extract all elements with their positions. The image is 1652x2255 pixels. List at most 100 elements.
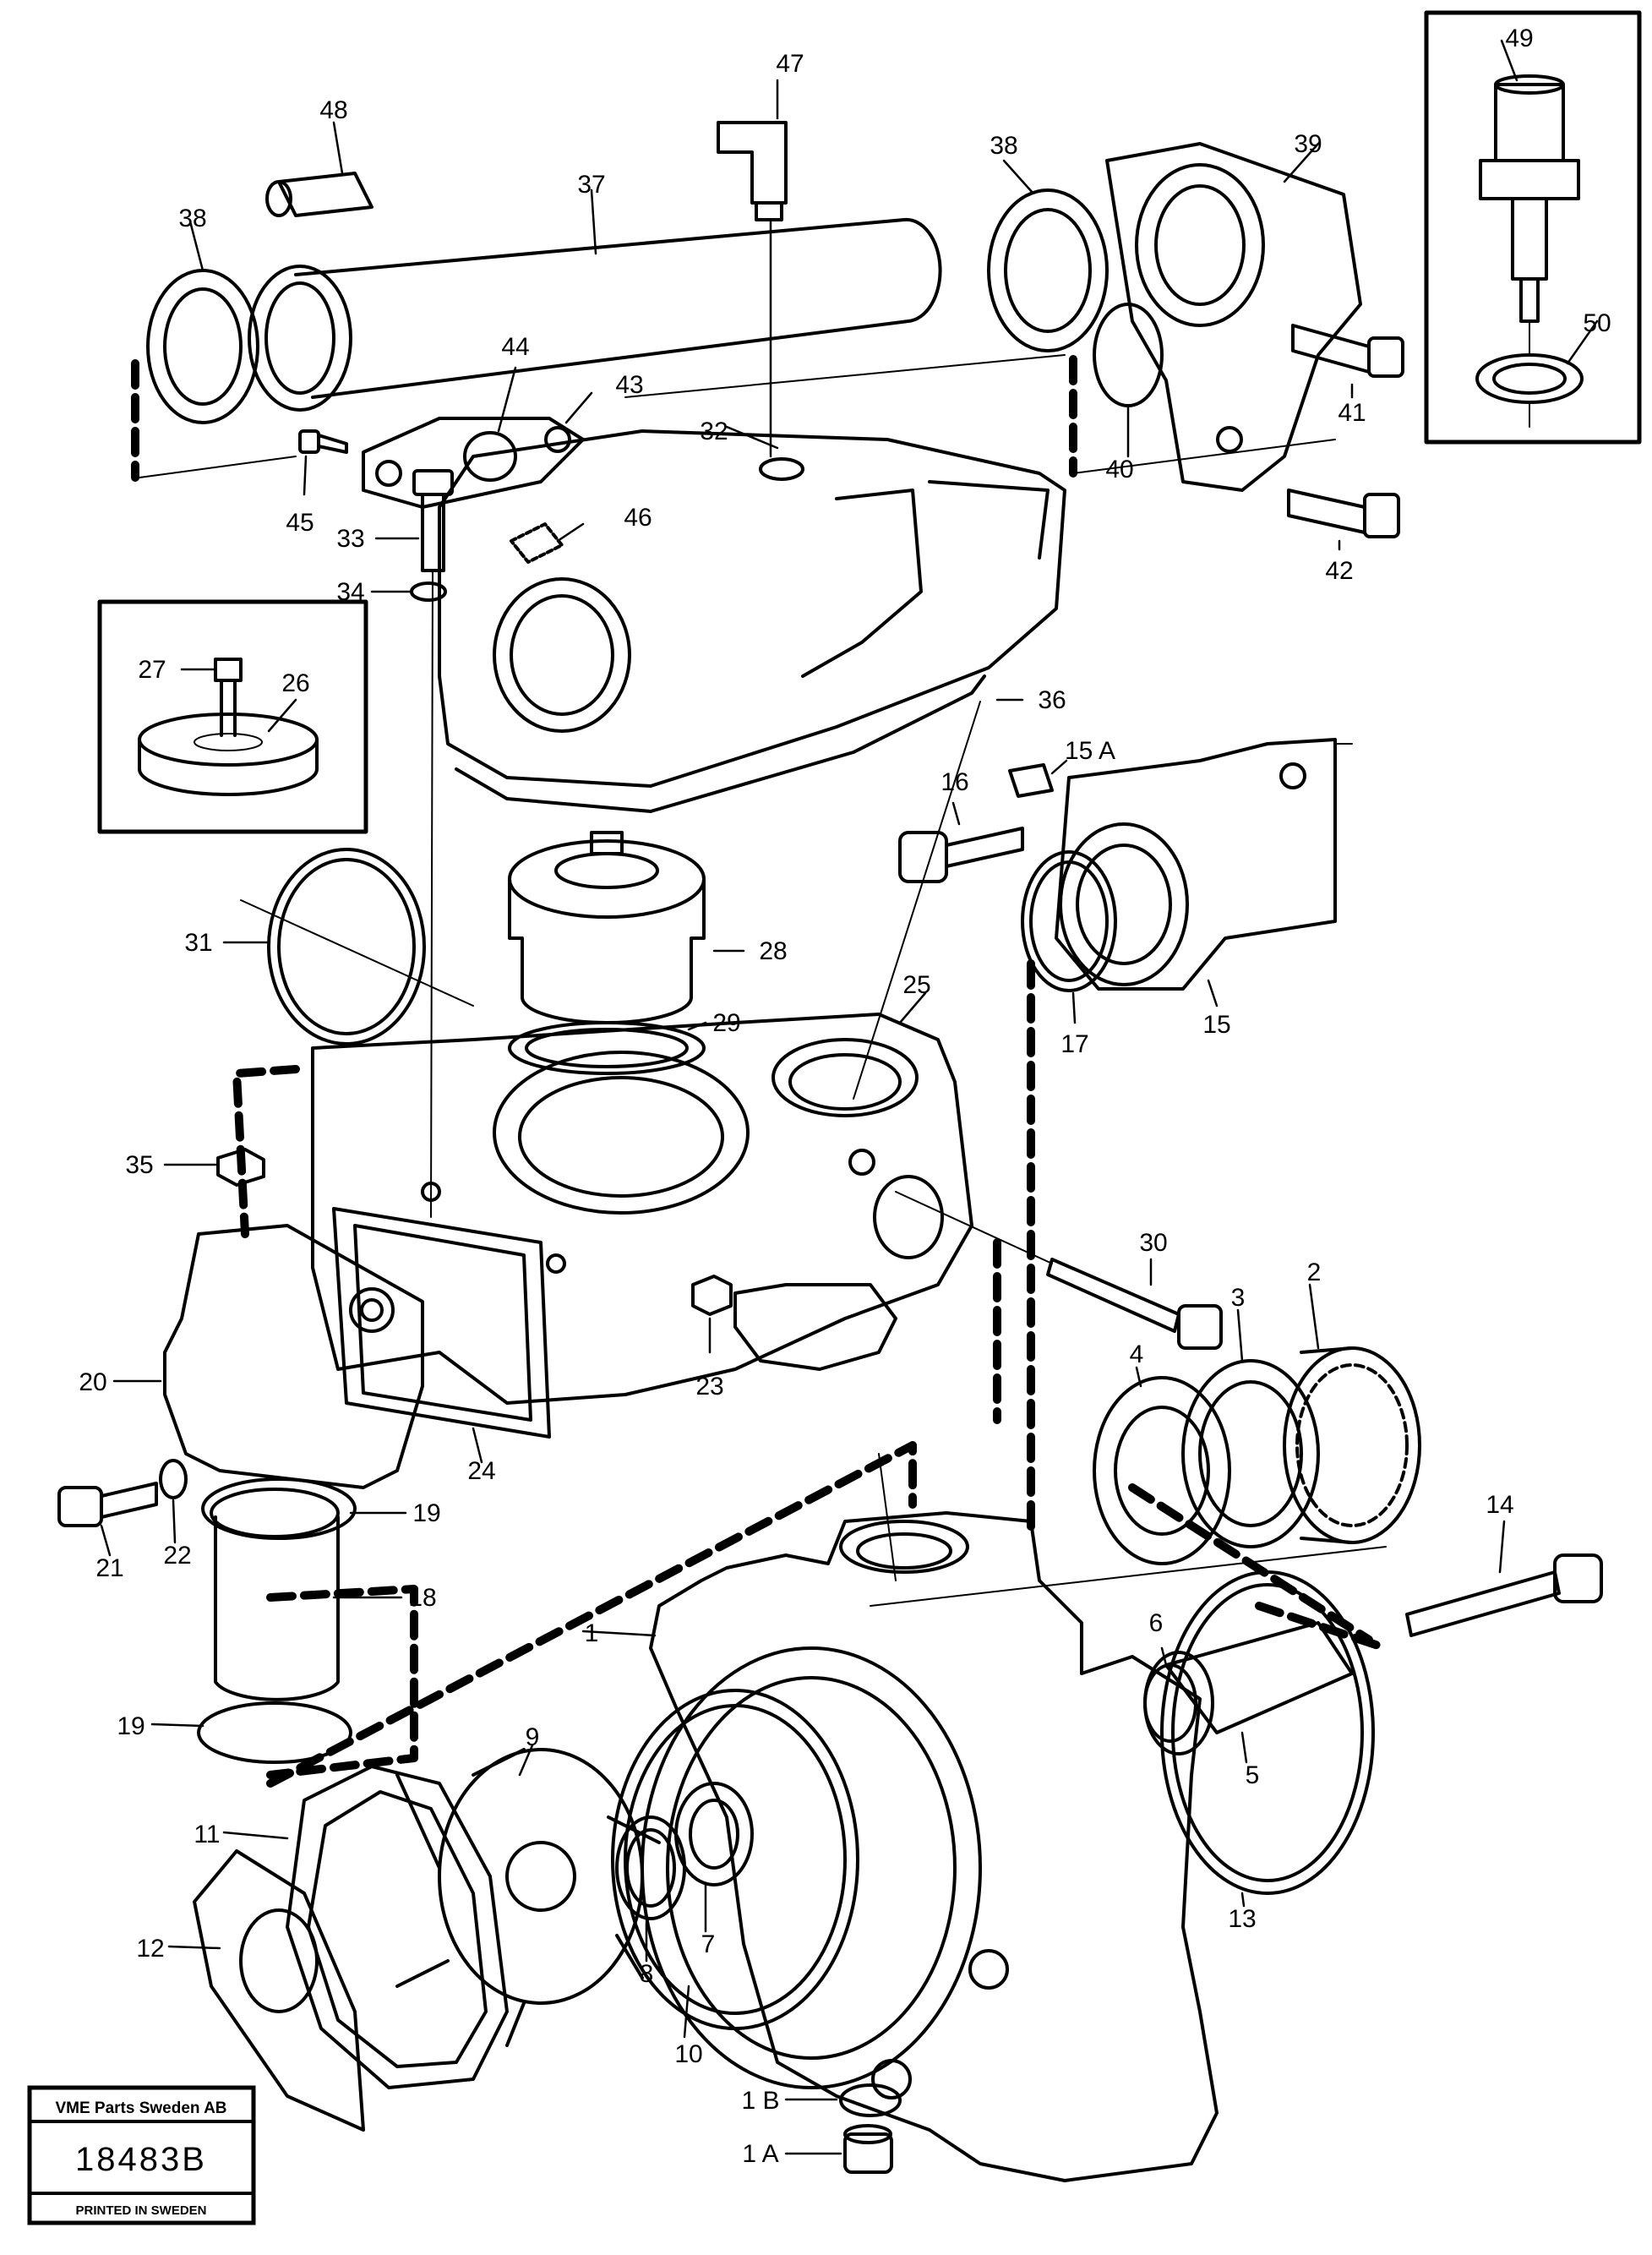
o-ring-10	[611, 1689, 859, 2039]
callout-13: 13	[1228, 1905, 1256, 1933]
callout-48: 48	[319, 96, 347, 124]
callout-42: 42	[1325, 557, 1353, 585]
callout-10: 10	[674, 2040, 702, 2068]
thermostat-cover-32	[438, 425, 1066, 788]
inset-temperature-sender	[1424, 10, 1642, 445]
callout-16: 16	[940, 768, 968, 796]
callout-3: 3	[1231, 1284, 1246, 1312]
bolt-41	[1291, 324, 1404, 399]
washer-1b	[784, 2083, 902, 2117]
seal-4	[1093, 1366, 1231, 1565]
callout-21: 21	[95, 1554, 123, 1582]
callout-15a: 15 A	[1065, 737, 1115, 765]
callout-2: 2	[1307, 1259, 1322, 1286]
o-ring-31	[222, 848, 474, 1046]
nut-23	[691, 1275, 733, 1354]
ring-8	[615, 1815, 686, 1963]
callout-30: 30	[1139, 1229, 1167, 1257]
bolt-16	[898, 801, 1024, 883]
cover-20	[112, 1224, 424, 1489]
callout-35: 35	[125, 1151, 153, 1179]
bolt-30	[895, 1191, 1223, 1350]
o-ring-19-bottom	[150, 1701, 352, 1764]
callout-12: 12	[136, 1935, 164, 1963]
o-ring-17	[1021, 850, 1117, 1024]
callout-18: 18	[408, 1584, 436, 1612]
callout-45: 45	[286, 509, 313, 537]
callout-41: 41	[1338, 399, 1366, 427]
impeller-9	[395, 1744, 661, 2047]
callout-46: 46	[624, 504, 652, 532]
bearing-3	[1181, 1308, 1320, 1548]
callout-14: 14	[1486, 1491, 1513, 1519]
callout-1b: 1 B	[741, 2087, 779, 2115]
callout-22: 22	[163, 1542, 191, 1570]
callout-37: 37	[577, 171, 605, 199]
elbow-fitting-47	[717, 79, 788, 458]
gasket-44	[463, 366, 517, 482]
callout-50: 50	[1583, 309, 1611, 337]
outlet-housing-39	[1105, 142, 1362, 492]
callout-44: 44	[501, 333, 529, 361]
callout-19-top: 19	[412, 1499, 440, 1527]
bolt-33	[374, 469, 454, 1218]
washer-22	[159, 1459, 188, 1544]
slinger-6	[1143, 1646, 1197, 1743]
bolt-42	[1287, 489, 1400, 551]
bolt-14	[1405, 1520, 1603, 1637]
drawing-stamp: VME Parts Sweden AB 18483B PRINTED IN SW…	[27, 2085, 256, 2225]
callout-34: 34	[336, 578, 364, 606]
washer-34	[370, 581, 447, 602]
hose-connector-48	[265, 121, 373, 217]
thermostat-28	[508, 831, 745, 1024]
coolant-pipe-37	[248, 188, 942, 412]
fitting-46	[510, 522, 585, 564]
seal-ring-38-left	[146, 220, 259, 424]
backing-plate-12	[167, 1849, 365, 2132]
callout-33: 33	[336, 525, 364, 553]
stamp-company: VME Parts Sweden AB	[55, 2099, 226, 2117]
o-ring-40	[1093, 303, 1164, 458]
callout-1: 1	[585, 1619, 599, 1647]
callout-1a: 1 A	[742, 2140, 778, 2168]
flange-plate-43	[362, 391, 593, 509]
thermostat-housing-25	[311, 991, 973, 1405]
callout-9: 9	[526, 1723, 540, 1751]
callout-31: 31	[184, 929, 212, 957]
callout-28: 28	[759, 937, 787, 965]
callout-43: 43	[615, 371, 643, 399]
callout-29: 29	[712, 1009, 740, 1037]
callout-25: 25	[902, 971, 930, 999]
thin-guide-lines	[139, 354, 1387, 1607]
gasket-24	[332, 1207, 551, 1464]
assembly-guide-lines	[131, 355, 1390, 1788]
callout-47: 47	[776, 50, 804, 78]
callout-38-left: 38	[178, 205, 206, 232]
callout-26: 26	[281, 669, 309, 697]
callout-40: 40	[1105, 456, 1133, 483]
nut-35	[163, 1148, 265, 1187]
seal-ring-38-right	[987, 159, 1109, 352]
callout-32: 32	[700, 418, 728, 445]
stamp-printed: PRINTED IN SWEDEN	[75, 2203, 206, 2218]
screw-45	[298, 429, 348, 496]
callout-7: 7	[701, 1930, 716, 1958]
callout-38-right: 38	[990, 132, 1017, 160]
callout-11: 11	[194, 1821, 220, 1848]
gasket-36	[455, 674, 1024, 813]
callout-8: 8	[640, 1960, 654, 1988]
callout-24: 24	[467, 1457, 495, 1485]
callout-4: 4	[1130, 1340, 1144, 1368]
callout-36: 36	[1038, 686, 1066, 714]
plug-1a	[784, 2124, 893, 2174]
callout-5: 5	[1246, 1761, 1260, 1789]
stamp-drawing-number: 18483B	[75, 2141, 207, 2178]
callout-20: 20	[79, 1368, 106, 1396]
plug-15a	[1008, 759, 1068, 798]
drive-gear-2	[1283, 1283, 1421, 1544]
callout-15: 15	[1202, 1011, 1230, 1039]
cover-plate-11	[222, 1765, 509, 2089]
bolt-21	[57, 1482, 158, 1557]
callout-6: 6	[1149, 1609, 1164, 1637]
